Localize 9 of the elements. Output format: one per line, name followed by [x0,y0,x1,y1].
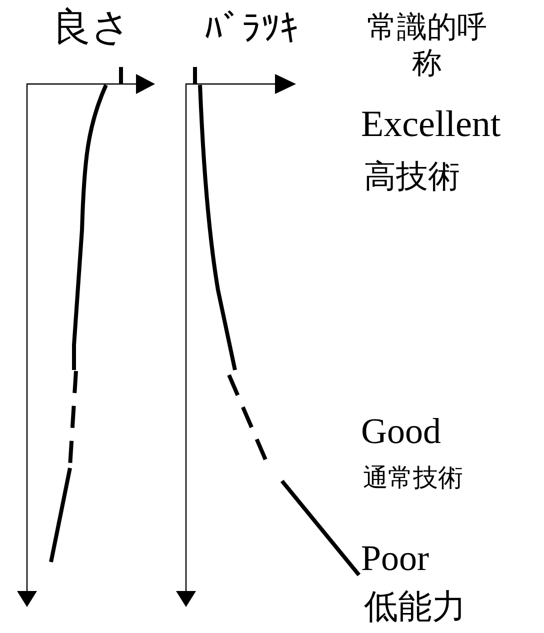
level-label: Excellent [361,106,501,145]
level-label: 高技術 [364,160,460,194]
level-label: 低能力 [364,590,466,626]
axis-title: ﾊﾞﾗﾂｷ [204,10,299,49]
level-label: Poor [361,540,430,578]
column-heading: 常識的呼称 [366,10,488,82]
level-label: 通常技術 [363,465,463,492]
level-label: Good [361,413,441,451]
axis-title: 良さ [52,8,131,49]
